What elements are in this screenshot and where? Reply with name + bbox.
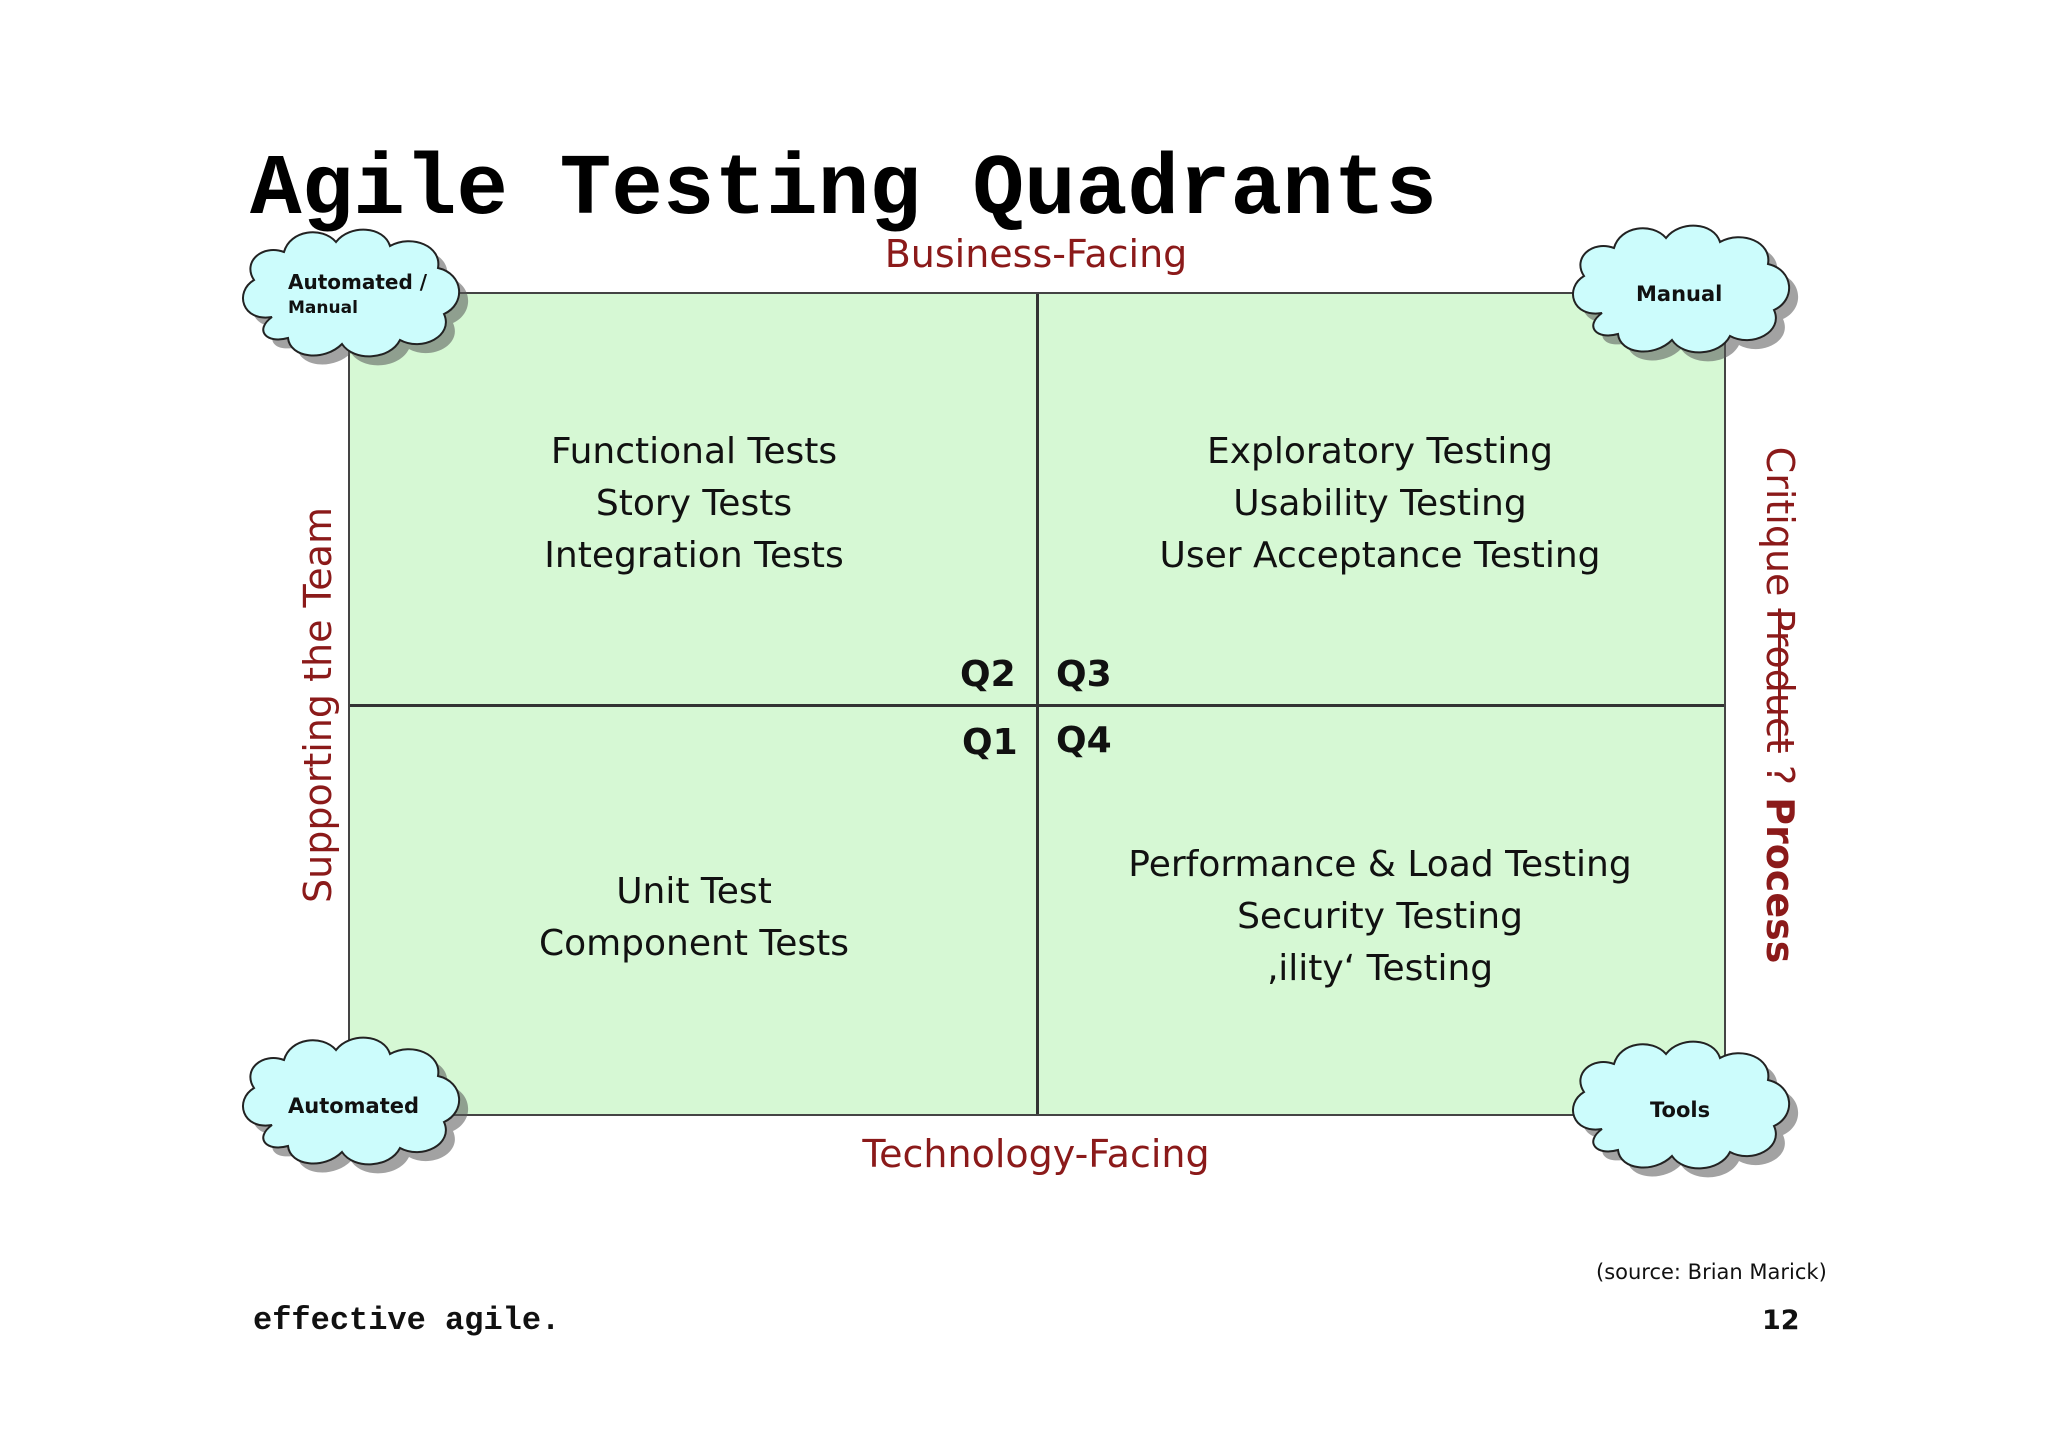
horizontal-divider	[350, 704, 1724, 707]
quadrant-item: Security Testing	[1237, 896, 1523, 937]
quadrant-item: Exploratory Testing	[1206, 431, 1554, 472]
quadrant-label-q3: Q3	[1056, 654, 1112, 695]
axis-label-supporting-the-team: Supporting the Team	[296, 507, 340, 903]
cloud-shape	[1572, 224, 1799, 362]
axis-right-separator: ?	[1758, 752, 1802, 798]
cloud-text: Automated	[288, 1094, 420, 1118]
slide-title: Agile Testing Quadrants	[250, 141, 1437, 239]
quadrant-item: Performance & Load Testing	[1128, 844, 1632, 885]
footer-brand: effective agile.	[253, 1302, 561, 1339]
cloud-text-line2: Manual	[288, 298, 358, 318]
quadrant-item: User Acceptance Testing	[1159, 535, 1601, 576]
quadrant-q2-items: Functional Tests Story Tests Integration…	[354, 426, 1034, 582]
quadrant-label-q4: Q4	[1056, 720, 1112, 761]
cloud-text: Manual	[1636, 282, 1723, 306]
cloud-shape	[242, 228, 469, 366]
quadrant-q1-items: Unit Test Component Tests	[354, 866, 1034, 970]
cloud-tools: Tools	[1562, 1034, 1832, 1184]
cloud-automated: Automated	[232, 1030, 502, 1180]
quadrant-grid: Functional Tests Story Tests Integration…	[348, 292, 1726, 1116]
cloud-automated-manual: Automated / Manual	[232, 222, 502, 372]
cloud-text-line1: Automated /	[288, 270, 428, 294]
quadrant-item: Integration Tests	[544, 535, 844, 576]
cloud-text: Tools	[1650, 1098, 1711, 1122]
quadrant-item: Usability Testing	[1233, 483, 1527, 524]
quadrant-label-q2: Q2	[960, 654, 1016, 695]
cloud-manual: Manual	[1562, 218, 1832, 368]
quadrant-item: Functional Tests	[550, 431, 838, 472]
quadrant-q4-items: Performance & Load Testing Security Test…	[1040, 839, 1720, 995]
axis-right-emphasis: Process	[1758, 797, 1802, 964]
quadrant-item: Component Tests	[538, 923, 850, 964]
source-citation: (source: Brian Marick)	[1596, 1260, 1827, 1284]
cloud-shape	[1572, 1040, 1799, 1178]
axis-label-business-facing: Business-Facing	[884, 232, 1188, 276]
quadrant-label-q1: Q1	[962, 722, 1018, 763]
axis-label-technology-facing: Technology-Facing	[862, 1132, 1210, 1176]
quadrant-item: Unit Test	[616, 871, 772, 912]
axis-label-critique: Critique Product ? Process	[1758, 447, 1802, 964]
page-number: 12	[1762, 1305, 1800, 1336]
cloud-shape	[242, 1036, 469, 1174]
quadrant-q3-items: Exploratory Testing Usability Testing Us…	[1040, 426, 1720, 582]
axis-right-prefix: Critique	[1758, 446, 1802, 609]
quadrant-item: Story Tests	[595, 483, 793, 524]
axis-right-struck-word: Product	[1758, 608, 1802, 753]
quadrant-item: ‚ility‘ Testing	[1266, 948, 1494, 989]
